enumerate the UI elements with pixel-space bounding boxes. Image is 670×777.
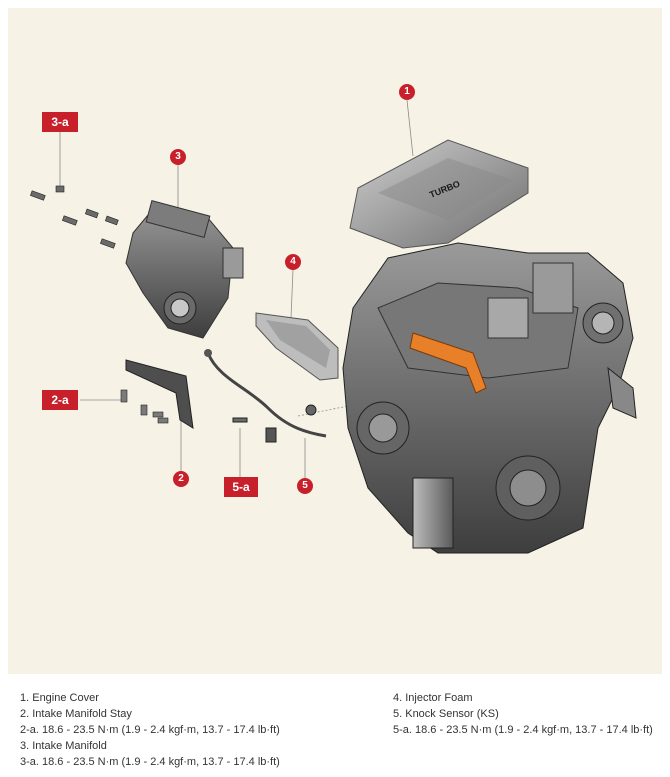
injector-foam bbox=[255, 312, 339, 381]
callout-5: 5 bbox=[297, 478, 313, 494]
legend-item: 5-a. 18.6 - 23.5 N·m (1.9 - 2.4 kgf·m, 1… bbox=[393, 724, 653, 736]
legend-item: 1. Engine Cover bbox=[20, 692, 99, 704]
intake-manifold-stay bbox=[120, 359, 194, 429]
legend-item: 3-a. 18.6 - 23.5 N·m (1.9 - 2.4 kgf·m, 1… bbox=[20, 756, 280, 768]
engine-assembly bbox=[342, 242, 637, 554]
knock-sensor bbox=[204, 349, 327, 443]
callout-2a: 2-a bbox=[42, 390, 78, 410]
injector-foam-installed bbox=[409, 332, 487, 394]
callout-4: 4 bbox=[285, 254, 301, 270]
callout-3a: 3-a bbox=[42, 112, 78, 132]
legend-item: 2. Intake Manifold Stay bbox=[20, 708, 132, 720]
legend-right-column: 4. Injector Foam 5. Knock Sensor (KS) 5-… bbox=[393, 690, 653, 738]
intake-bolts bbox=[30, 185, 119, 249]
engine-cover: TURBO bbox=[349, 139, 529, 249]
legend-item: 2-a. 18.6 - 23.5 N·m (1.9 - 2.4 kgf·m, 1… bbox=[20, 724, 280, 736]
legend-left-column: 1. Engine Cover 2. Intake Manifold Stay … bbox=[20, 690, 280, 770]
callout-1: 1 bbox=[399, 84, 415, 100]
legend-item: 3. Intake Manifold bbox=[20, 740, 107, 752]
legend-item: 5. Knock Sensor (KS) bbox=[393, 708, 499, 720]
intake-manifold bbox=[125, 199, 244, 339]
engine-illustration: TURBO bbox=[30, 99, 637, 554]
callout-5a: 5-a bbox=[224, 477, 258, 497]
callout-3: 3 bbox=[170, 149, 186, 165]
legend-item: 4. Injector Foam bbox=[393, 692, 473, 704]
callout-2: 2 bbox=[173, 471, 189, 487]
leader-lines bbox=[59, 99, 414, 480]
exploded-engine-diagram: TURBO bbox=[8, 8, 662, 674]
